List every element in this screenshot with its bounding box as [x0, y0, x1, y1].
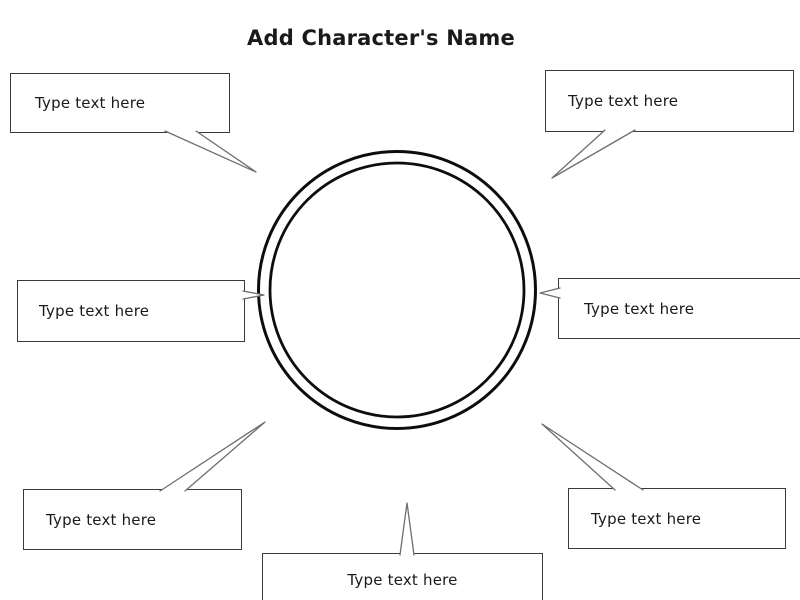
text-bubble-bottom-right[interactable]: Type text here: [568, 488, 786, 549]
tail-bottom-right: [541, 423, 644, 491]
bubble-label: Type text here: [568, 92, 679, 110]
tail-bottom-left: [159, 421, 266, 492]
tail-bottom-center: [399, 502, 415, 556]
character-circle-inner: [268, 161, 526, 419]
character-circle-outer[interactable]: [257, 150, 537, 430]
tail-top-left: [164, 130, 257, 173]
bubble-label: Type text here: [347, 571, 458, 589]
bubble-label: Type text here: [46, 510, 157, 529]
page-title[interactable]: Add Character's Name: [247, 26, 515, 50]
tail-middle-left: [242, 290, 265, 300]
bubble-label: Type text here: [39, 302, 150, 320]
text-bubble-top-left[interactable]: Type text here: [10, 73, 230, 133]
bubble-label: Type text here: [584, 299, 695, 318]
text-bubble-middle-left[interactable]: Type text here: [17, 280, 245, 342]
bubble-label: Type text here: [591, 509, 702, 528]
text-bubble-middle-right[interactable]: Type text here: [558, 278, 800, 339]
tail-middle-right: [539, 287, 561, 299]
text-bubble-bottom-left[interactable]: Type text here: [23, 489, 242, 550]
text-bubble-top-right[interactable]: Type text here: [545, 70, 794, 132]
text-bubble-bottom-center[interactable]: Type text here: [262, 553, 543, 600]
tail-top-right: [551, 129, 636, 179]
bubble-label: Type text here: [35, 94, 146, 112]
